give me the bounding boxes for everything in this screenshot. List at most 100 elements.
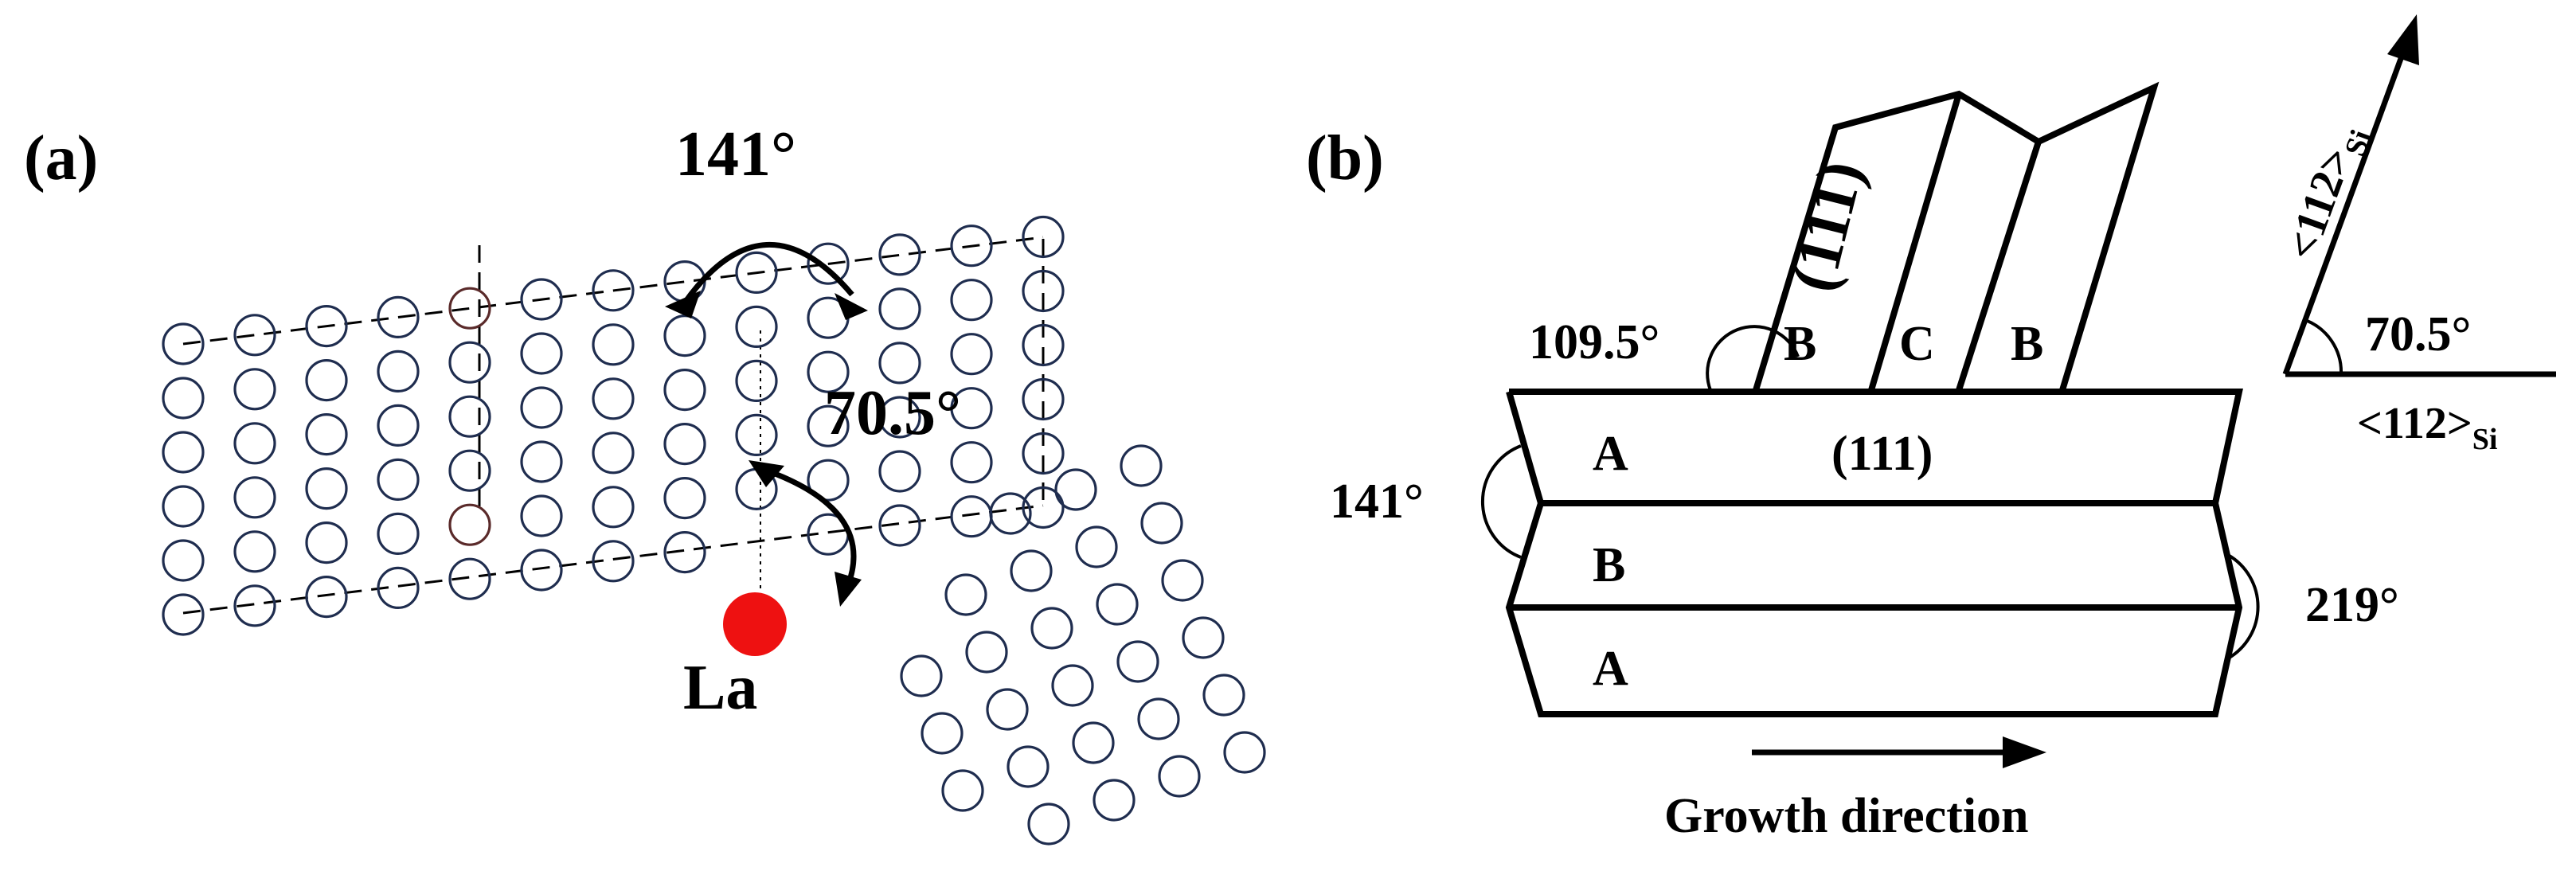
la-label: La [683, 653, 757, 723]
lattice-atom [663, 476, 706, 520]
lower-lattice-atom [921, 712, 964, 755]
lattice-atom [950, 225, 993, 268]
lattice-atom [1022, 323, 1065, 367]
stack-lower-2: B [1593, 538, 1625, 592]
lower-lattice-atom [1075, 525, 1118, 568]
lattice-atom [735, 305, 778, 348]
angle-141-top: 141° [675, 119, 796, 189]
lattice-atom [950, 387, 993, 430]
direction-axes [2282, 14, 2556, 377]
angle-141-arrow [665, 242, 868, 320]
lattice-atom [1022, 269, 1065, 313]
horizontal-direction-main: <112> [2357, 399, 2472, 448]
lattice-atom [233, 530, 276, 573]
lattice-atom [305, 359, 348, 402]
lattice-atom [735, 359, 778, 402]
lattice-atom [305, 575, 348, 619]
lattice-atom [878, 233, 921, 276]
svg-text:<112>Si: <112>Si [2277, 117, 2379, 268]
lattice-atom [663, 422, 706, 466]
lattice-atom [448, 503, 491, 546]
angle-219-arc [2227, 553, 2260, 660]
lower-lattice-atom [965, 631, 1008, 674]
lattice-atom [950, 441, 993, 484]
lattice-atom [878, 450, 921, 493]
lattice-atom [305, 305, 348, 348]
axes-angle-label: 70.5° [2365, 307, 2471, 361]
lattice-atom [807, 404, 850, 447]
lower-lattice-atom [1093, 779, 1136, 822]
lower-lattice-atom [1137, 697, 1180, 740]
panel-a-label: (a) [24, 123, 98, 193]
lattice-atom [520, 278, 563, 321]
stack-upper-2: C [1899, 317, 1935, 371]
stack-lower-1: A [1593, 427, 1628, 481]
lower-lattice-atom [1161, 559, 1204, 602]
horizontal-direction-label: <112>Si [2357, 399, 2497, 456]
lattice-atom [233, 584, 276, 627]
lattice-atom [950, 333, 993, 376]
angle-109-label: 109.5° [1529, 315, 1659, 369]
lower-lattice-atom [1096, 583, 1139, 626]
lattice-atom [520, 386, 563, 429]
angle-109-arc [1706, 325, 1800, 391]
top-bond-line [182, 236, 1044, 346]
lattice-atom [663, 530, 706, 574]
lattice-atom [162, 593, 205, 636]
stack-upper-1: B [1784, 317, 1816, 371]
lower-lattice-atom [1051, 664, 1094, 707]
lattice-atom [233, 476, 276, 519]
lattice-atom [162, 485, 205, 528]
lattice-atom [305, 521, 348, 564]
lower-lattice-atom [1030, 607, 1073, 650]
lattice-atom [377, 404, 420, 447]
lattice-atom [807, 350, 850, 393]
lattice-atom [592, 323, 635, 366]
growth-label: Growth direction [1664, 789, 2029, 843]
atom-lattice [162, 215, 1266, 846]
lattice-atom [878, 396, 921, 439]
lattice-atom [520, 440, 563, 483]
bottom-bond-line [182, 504, 1044, 615]
lattice-atom [663, 314, 706, 357]
lattice-atom [377, 295, 420, 338]
layered-base [1505, 389, 2243, 717]
lower-lattice-atom [1182, 616, 1225, 659]
twin-lamella [1753, 81, 2160, 392]
lattice-atom [950, 279, 993, 322]
lower-lattice-atom [944, 573, 987, 616]
stack-upper-3: B [2011, 317, 2043, 371]
stack-lower-3: A [1593, 642, 1628, 696]
lattice-atom [448, 449, 491, 492]
lower-lattice-atom [941, 769, 984, 812]
lattice-atom [663, 369, 706, 412]
lattice-atom [592, 540, 635, 583]
lattice-atom [448, 395, 491, 438]
lower-lattice-atom [1072, 721, 1115, 764]
lattice-atom [233, 314, 276, 357]
lower-lattice-atom [1158, 755, 1201, 798]
lattice-atom [162, 322, 205, 365]
lattice-atom [520, 549, 563, 592]
lattice-atom [592, 377, 635, 420]
lattice-atom [377, 566, 420, 610]
lattice-atom [878, 287, 921, 330]
lattice-atom [807, 242, 850, 285]
lattice-atom [520, 332, 563, 375]
twin-plane-label: (111) [1777, 154, 1877, 298]
lower-lattice-atom [1140, 502, 1183, 545]
base-plane-label: (111) [1831, 427, 1933, 481]
lattice-atom [1022, 377, 1065, 421]
growth-arrow [1752, 736, 2046, 768]
lower-lattice-atom [1223, 731, 1266, 774]
lattice-atom [377, 350, 420, 393]
lattice-atom [377, 458, 420, 502]
lower-lattice-atom [1007, 745, 1050, 788]
lattice-atom [162, 377, 205, 420]
lower-lattice-atom [1010, 549, 1053, 592]
lower-lattice-atom [1116, 640, 1159, 683]
lattice-atom [878, 504, 921, 547]
angle-219-label: 219° [2305, 578, 2399, 632]
angle-70-arrow [749, 460, 862, 607]
